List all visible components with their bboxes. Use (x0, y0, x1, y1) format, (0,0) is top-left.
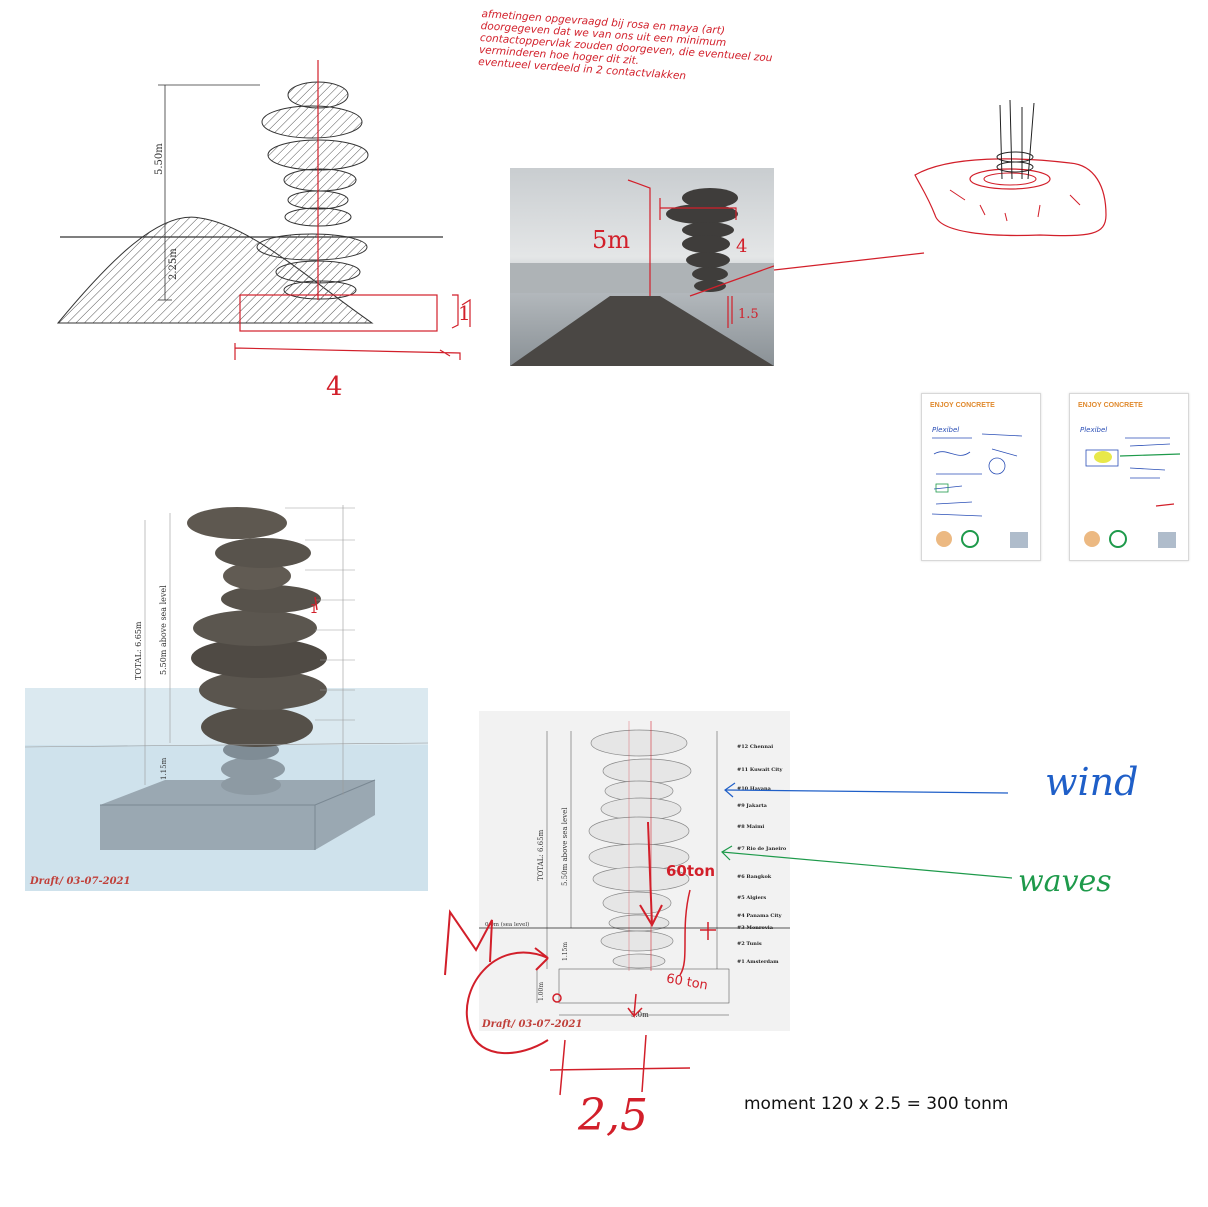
city-label: #7 Rio de Janeiro (737, 846, 787, 852)
doc-heading: Plexibel (932, 426, 960, 434)
wire-total: TOTAL: 6.65m (537, 829, 545, 881)
doc-heading: Plexibel (1080, 426, 1108, 434)
wire-above-sea: 5.50m above sea level (561, 807, 569, 886)
draft-date: Draft/ 03-07-2021 (482, 1019, 583, 1030)
render-below: 1.15m (160, 757, 168, 780)
waves-label: waves (1018, 864, 1112, 899)
photo-base: 1.5 (738, 307, 759, 322)
city-label: #6 Bangkok (737, 874, 772, 880)
draft-date: Draft/ 03-07-2021 (30, 876, 131, 887)
city-label: #3 Monrovia (737, 925, 774, 931)
photo-width: 4 (736, 236, 747, 257)
handwritten-note: afmetingen opgevraagd bij rosa en maya (… (478, 8, 781, 89)
moment-calculation: moment 120 x 2.5 = 300 tonm (744, 1094, 1009, 1114)
lever-arm-label: 2,5 (578, 1090, 648, 1141)
wire-sea-level: 0.0m (sea level) (485, 921, 529, 928)
document-thumbnail-2[interactable]: ENJOY CONCRETE Plexibel (1069, 393, 1189, 561)
render-above-sea: 5.50m above sea level (159, 585, 168, 675)
city-label: #9 Jakarta (737, 803, 768, 809)
render-stone-stack (187, 507, 327, 795)
city-label: #11 Kuwait City (737, 767, 783, 773)
wire-base-height: 1.00m (538, 982, 545, 1001)
doc-logo: ENJOY CONCRETE (930, 402, 995, 409)
city-label: #1 Amsterdam (737, 959, 779, 965)
city-label: #5 Algiers (737, 895, 766, 901)
document-thumbnail-1[interactable]: ENJOY CONCRETE Plexibel (921, 393, 1041, 561)
render-hand-mark: 1 (310, 602, 318, 616)
hand-width: 4 (326, 372, 343, 402)
render-total: TOTAL: 6.65m (134, 621, 143, 680)
wire-below: 1.15m (562, 942, 569, 961)
red-link-line (774, 252, 925, 271)
cushion-sketch (914, 99, 1107, 237)
city-label: #2 Tunis (737, 941, 762, 947)
load-top-label: 60ton (666, 862, 716, 880)
wind-label: wind (1045, 760, 1139, 804)
dune-section-sketch: 5.50m 2.25m 1 4 (56, 60, 471, 402)
city-label: #10 Havana (737, 786, 772, 792)
hand-height: 1 (458, 301, 471, 325)
wireframe-drawing: TOTAL: 6.65m 5.50m above sea level 0.0m … (479, 721, 790, 1019)
city-label: #12 Chennai (737, 744, 773, 750)
height-label-top: 5.50m (154, 143, 165, 175)
doc-logo: ENJOY CONCRETE (1078, 402, 1143, 409)
photo-height: 5m (592, 226, 630, 254)
photo-stones (666, 188, 738, 292)
wireframe-stones (588, 729, 692, 969)
city-label: #4 Panama City (737, 913, 783, 919)
render-stones: TOTAL: 6.65m 5.50m above sea level 1.15m… (25, 495, 428, 891)
city-label: #8 Maimi (737, 824, 764, 830)
height-label-low: 2.25m (168, 248, 179, 280)
foundation-outline (239, 294, 438, 332)
sculpture-photo: 5m 4 1.5 (510, 168, 774, 366)
wire-base-width: 5.0m (631, 1011, 649, 1019)
